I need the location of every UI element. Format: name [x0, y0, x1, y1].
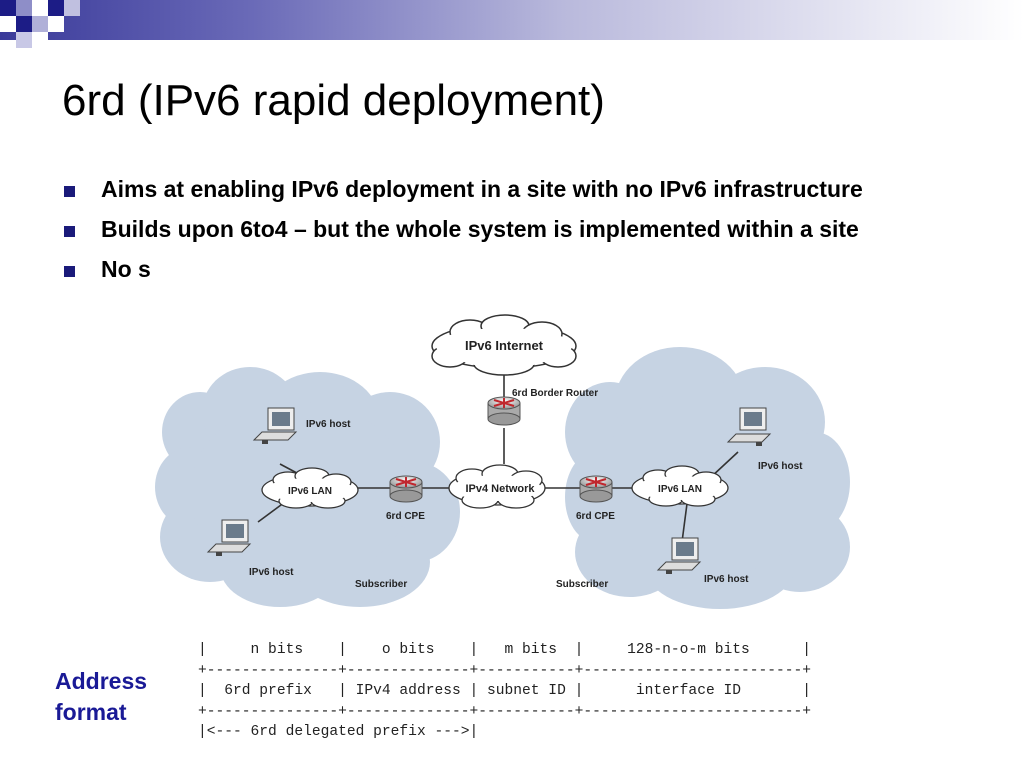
- ipv6-internet-cloud-fill: [448, 328, 560, 368]
- bullet-item: Aims at enabling IPv6 deployment in a si…: [62, 172, 922, 206]
- left-bottom-host-label: IPv6 host: [249, 567, 294, 578]
- decor-square: [32, 32, 48, 48]
- right-cpe-router-icon: [579, 475, 613, 503]
- bullet-text: Aims at enabling IPv6 deployment in a si…: [101, 176, 863, 202]
- bullet-list: Aims at enabling IPv6 deployment in a si…: [62, 172, 922, 292]
- slide-title: 6rd (IPv6 rapid deployment): [62, 76, 605, 125]
- address-format-row: | 6rd prefix | IPv4 address | subnet ID …: [198, 683, 812, 699]
- right-top-host-label: IPv6 host: [758, 461, 803, 472]
- header-band-gap: [0, 40, 1024, 48]
- address-format-label: Address format: [55, 666, 175, 728]
- right-bottom-host-label: IPv6 host: [704, 574, 749, 585]
- decor-square: [48, 0, 64, 16]
- decor-square: [0, 16, 16, 32]
- left-top-host-label: IPv6 host: [306, 419, 351, 430]
- left-subscriber-label: Subscriber: [355, 579, 407, 590]
- left-ipv6-lan-label: IPv6 LAN: [288, 486, 332, 497]
- address-format-row: +---------------+--------------+--------…: [198, 662, 812, 679]
- address-format-row: | n bits | o bits | m bits | 128-n-o-m b…: [198, 642, 812, 658]
- decor-square: [32, 16, 48, 32]
- right-ipv6-lan-cloud-fill: [636, 476, 724, 500]
- left-cpe-router-icon: [389, 475, 423, 503]
- left-bottom-host-computer-icon: [206, 519, 252, 556]
- bullet-item: No s: [62, 252, 922, 286]
- bullet-text: No s: [101, 256, 151, 282]
- address-format-label-line: format: [55, 699, 127, 725]
- decor-square: [64, 0, 80, 16]
- square-bullet-icon: [64, 186, 75, 197]
- address-format-table: | n bits | o bits | m bits | 128-n-o-m b…: [198, 640, 811, 743]
- border-router-label: 6rd Border Router: [512, 388, 598, 399]
- decor-square: [0, 0, 16, 16]
- right-top-host-computer-icon: [726, 407, 772, 446]
- decor-square: [16, 0, 32, 16]
- border-router-icon: [487, 396, 521, 426]
- decor-square: [16, 32, 32, 48]
- decor-square: [32, 0, 48, 16]
- right-ipv6-lan-label: IPv6 LAN: [658, 484, 702, 495]
- left-cpe-label: 6rd CPE: [386, 511, 425, 522]
- decor-square: [16, 16, 32, 32]
- bullet-text: Builds upon 6to4 – but the whole system …: [101, 216, 859, 242]
- left-ipv6-lan-cloud-fill: [266, 478, 354, 502]
- network-diagram: IPv6 Internet 6rd Border Router IPv4 Net…: [150, 312, 850, 612]
- right-subscriber-label: Subscriber: [556, 579, 608, 590]
- address-format-row: |<--- 6rd delegated prefix --->|: [198, 724, 479, 740]
- address-format-row: +---------------+--------------+--------…: [198, 703, 812, 720]
- decor-square: [48, 16, 64, 32]
- square-bullet-icon: [64, 266, 75, 277]
- ipv6-internet-label: IPv6 Internet: [465, 338, 544, 353]
- square-bullet-icon: [64, 226, 75, 237]
- right-bottom-host-computer-icon: [656, 537, 702, 574]
- left-top-host-computer-icon: [252, 407, 298, 444]
- address-format-label-line: Address: [55, 668, 148, 694]
- bullet-item: Builds upon 6to4 – but the whole system …: [62, 212, 922, 246]
- right-cpe-label: 6rd CPE: [576, 511, 615, 522]
- ipv4-network-cloud-fill: [453, 475, 541, 501]
- ipv4-network-label: IPv4 Network: [465, 483, 535, 495]
